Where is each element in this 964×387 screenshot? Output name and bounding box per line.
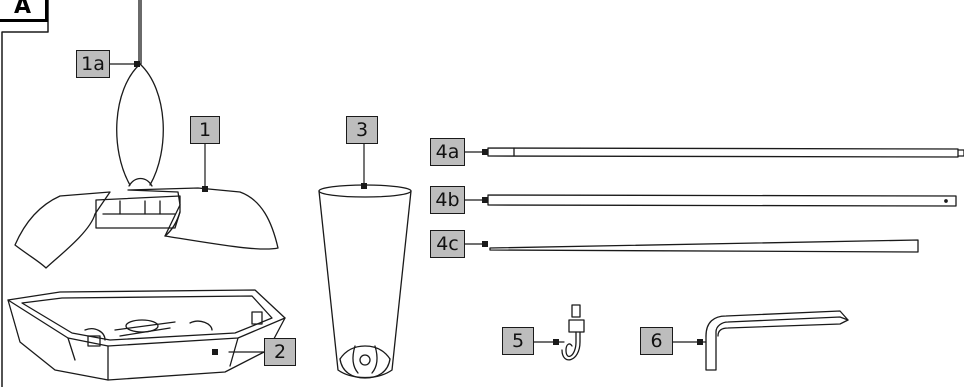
pole-a-drawing	[487, 147, 964, 158]
callout-1: 1	[190, 116, 220, 144]
tray-drawing	[7, 289, 286, 381]
callout-4c: 4c	[430, 230, 465, 258]
leader-lines	[109, 63, 707, 353]
callout-4b: 4b	[430, 186, 465, 214]
callout-4a: 4a	[430, 138, 465, 166]
roof-drawing	[14, 187, 279, 269]
leader-markers	[134, 61, 703, 355]
hanging-loop-drawing	[116, 0, 164, 187]
callout-3: 3	[346, 116, 378, 144]
callout-5: 5	[502, 327, 534, 355]
callout-1a: 1a	[76, 50, 110, 78]
callout-6: 6	[640, 327, 673, 355]
pole-c-drawing	[489, 239, 919, 253]
seed-tube-drawing	[318, 184, 412, 379]
pole-b-drawing	[487, 194, 957, 207]
hook-drawing	[561, 304, 585, 361]
section-label: A	[0, 0, 48, 22]
callout-2: 2	[264, 338, 296, 366]
frame-border	[1, 0, 49, 387]
allen-key-drawing	[705, 310, 849, 371]
